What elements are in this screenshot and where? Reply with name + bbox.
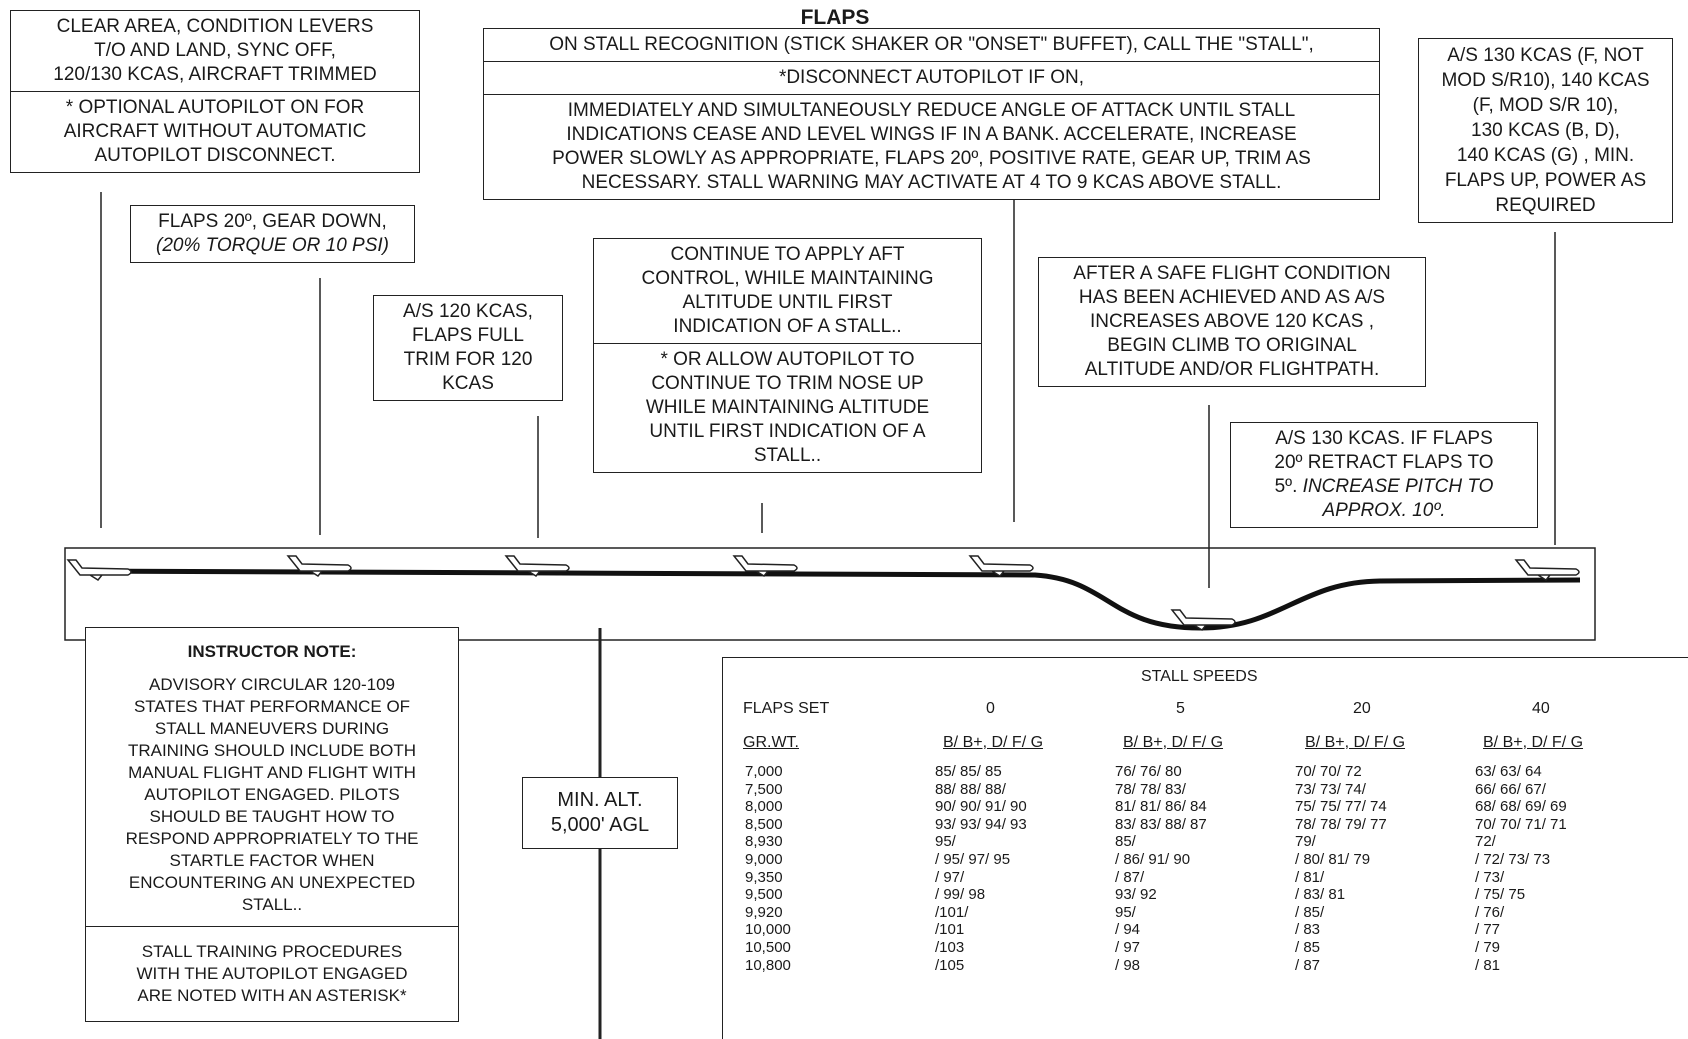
flaps-set-label: FLAPS SET [743,698,829,719]
torque-text: (20% TORQUE OR 10 PSI) [137,234,408,258]
weight-header: GR.WT. [743,732,799,753]
flaps-20-header: 20 [1353,698,1371,719]
min-alt-text: MIN. ALT. 5,000' AGL [523,778,677,848]
after-safe-box: AFTER A SAFE FLIGHT CONDITION HAS BEEN A… [1038,257,1426,387]
model-header-5: B/ B+, D/ F/ G [1123,732,1223,753]
as120-text: A/S 120 KCAS, FLAPS FULL TRIM FOR 120 KC… [374,296,562,400]
setup-box: CLEAR AREA, CONDITION LEVERS T/O AND LAN… [10,10,420,173]
autopilot-option-text: * OPTIONAL AUTOPILOT ON FOR AIRCRAFT WIT… [11,91,419,172]
flaps20-box: FLAPS 20º, GEAR DOWN, (20% TORQUE OR 10 … [130,205,415,263]
recognition-box: ON STALL RECOGNITION (STICK SHAKER OR "O… [483,28,1380,200]
continue-text: CONTINUE TO APPLY AFT CONTROL, WHILE MAI… [594,239,981,343]
recovery-text: IMMEDIATELY AND SIMULTANEOUSLY REDUCE AN… [484,94,1379,199]
weight-column: 7,000 7,500 8,000 8,500 8,930 9,000 9,35… [745,763,791,974]
note-body: ADVISORY CIRCULAR 120-109 STATES THAT PE… [92,674,452,916]
recognition-text: ON STALL RECOGNITION (STICK SHAKER OR "O… [484,29,1379,61]
flight-path-line [80,571,1580,628]
flaps-0-column: 85/ 85/ 85 88/ 88/ 88/ 90/ 90/ 91/ 90 93… [935,763,1027,974]
flaps-0-header: 0 [986,698,995,719]
model-header-20: B/ B+, D/ F/ G [1305,732,1405,753]
climb-out-box: A/S 130 KCAS (F, NOT MOD S/R10), 140 KCA… [1418,38,1673,223]
setup-text: CLEAR AREA, CONDITION LEVERS T/O AND LAN… [11,11,419,91]
min-alt-box: MIN. ALT. 5,000' AGL [522,777,678,849]
after-safe-text: AFTER A SAFE FLIGHT CONDITION HAS BEEN A… [1039,258,1425,386]
aircraft-icon [1516,560,1579,580]
continue-box: CONTINUE TO APPLY AFT CONTROL, WHILE MAI… [593,238,982,473]
flaps-20-column: 70/ 70/ 72 73/ 73/ 74/ 75/ 75/ 77/ 74 78… [1295,763,1387,974]
flaps20-text: FLAPS 20º, GEAR DOWN, [137,210,408,234]
stall-speeds-table: STALL SPEEDS FLAPS SET 0 5 20 40 GR.WT. … [722,657,1688,1039]
flaps-5-header: 5 [1176,698,1185,719]
table-title: STALL SPEEDS [1141,666,1258,687]
instructor-note-box: INSTRUCTOR NOTE: ADVISORY CIRCULAR 120-1… [85,627,459,1022]
model-header-0: B/ B+, D/ F/ G [943,732,1043,753]
as130-box: A/S 130 KCAS. IF FLAPS 20º RETRACT FLAPS… [1230,422,1538,528]
flaps-5-column: 76/ 76/ 80 78/ 78/ 83/ 81/ 81/ 86/ 84 83… [1115,763,1207,974]
autopilot-trim-text: * OR ALLOW AUTOPILOT TO CONTINUE TO TRIM… [594,343,981,472]
aircraft-icon [68,560,131,580]
as120-box: A/S 120 KCAS, FLAPS FULL TRIM FOR 120 KC… [373,295,563,401]
pitch-text: INCREASE PITCH TO APPROX. 10º. [1303,476,1494,521]
flaps-40-header: 40 [1532,698,1550,719]
note-title: INSTRUCTOR NOTE: [92,640,452,664]
asterisk-note: STALL TRAINING PROCEDURES WITH THE AUTOP… [86,926,458,1021]
climb-out-text: A/S 130 KCAS (F, NOT MOD S/R10), 140 KCA… [1419,39,1672,222]
flaps-40-column: 63/ 63/ 64 66/ 66/ 67/ 68/ 68/ 69/ 69 70… [1475,763,1567,974]
disconnect-text: *DISCONNECT AUTOPILOT IF ON, [484,61,1379,94]
model-header-40: B/ B+, D/ F/ G [1483,732,1583,753]
